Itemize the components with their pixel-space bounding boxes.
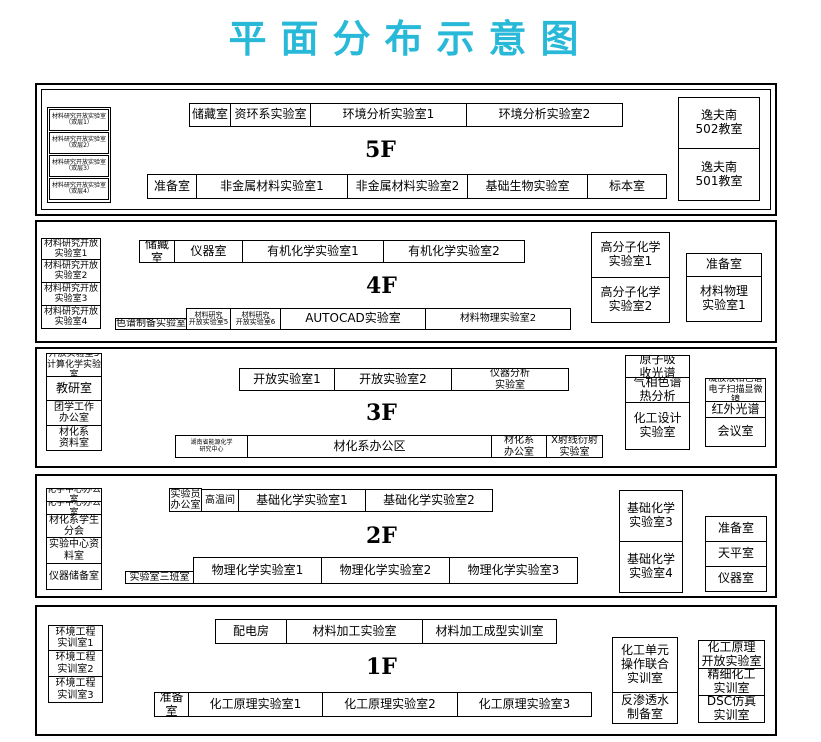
room: 准备室 — [686, 253, 762, 277]
room: 材料研究 开放实验室5 — [186, 308, 231, 330]
room: 材料研究开放 实验室2 — [41, 259, 101, 283]
room: 化工原理实验室1 — [188, 692, 323, 717]
room: 储藏室 — [189, 103, 231, 127]
room: 化工单元 操作联合 实训室 — [612, 637, 678, 693]
room: 基础化学实验室2 — [365, 489, 493, 512]
room: 材料物理 实验室1 — [686, 276, 762, 322]
room: 材化系办公区 — [247, 435, 492, 458]
room: 仪器储备室 — [46, 563, 102, 590]
page-title: 平面分布示意图 — [228, 16, 593, 61]
floor-4f: 4F 材料研究开放 实验室1 材料研究开放 实验室2 材料研究开放 实验室3 材… — [35, 220, 777, 343]
floor-label: 2F — [366, 523, 397, 549]
room: 材料研究开放 实验室1 — [41, 238, 101, 260]
room: 开放实验室3 计算化学实验室 — [46, 353, 102, 377]
room: 实验员 办公室 — [169, 488, 202, 512]
floor-3f: 3F 开放实验室3 计算化学实验室 教研室 团学工作 办公室 材化系 资料室 开… — [35, 347, 777, 468]
room: 实验室三班室 — [125, 571, 194, 584]
room: 标本室 — [587, 174, 667, 199]
floor-5f: 5F 材料研究开放实验室 （双层1） 材料研究开放实验室 （双层2） 材料研究开… — [35, 83, 777, 216]
room: 团学工作 办公室 — [46, 400, 102, 426]
room: 有机化学实验室2 — [383, 240, 525, 263]
room: 红外光谱 — [705, 401, 766, 418]
room-group-left — [47, 107, 111, 203]
room: 准备室 — [705, 516, 767, 542]
room: 基础化学实验室1 — [238, 489, 366, 512]
room: 非金属材料实验室1 — [196, 174, 348, 199]
room: 逸夫南 501教室 — [678, 148, 760, 201]
floor-5f-inner — [41, 89, 771, 210]
room: 物理化学实验室1 — [193, 557, 322, 584]
room: 基础生物实验室 — [467, 174, 588, 199]
floor-label: 5F — [365, 137, 396, 163]
room: 气相色谱 热分析 — [625, 377, 690, 403]
room: 配电房 — [215, 619, 287, 644]
room: 环境工程 实训室3 — [48, 676, 103, 703]
floor-1f: 1F 环境工程 实训室1 环境工程 实训室2 环境工程 实训室3 配电房 材料加… — [35, 605, 777, 736]
room: 色谱制备实验室 — [115, 318, 187, 330]
room: 材化系 办公室 — [491, 435, 547, 458]
room: 材料研究开放实验室 （双层4） — [49, 178, 109, 200]
room: 凝胶液相色谱 电子扫描显微镜 — [705, 378, 766, 402]
room: 化学中心办公室 — [46, 488, 102, 502]
room: 准备室 — [147, 174, 197, 199]
room: 环境工程 实训室1 — [48, 625, 103, 651]
floor-2f: 2F 化学中心办公室 化学中心办公室 材化系学生分会 实验中心资料室 仪器储备室… — [35, 474, 777, 598]
room: AUTOCAD实验室 — [280, 308, 426, 330]
room: X射线衍射 实验室 — [546, 435, 603, 458]
room: 材料加工实验室 — [286, 619, 423, 644]
room: 开放实验室2 — [334, 368, 452, 391]
room: 精细化工 实训室 — [698, 668, 765, 696]
room: 物理化学实验室2 — [321, 557, 450, 584]
room: 材料研究开放 实验室4 — [41, 305, 101, 329]
room: 材化系学生分会 — [46, 514, 102, 538]
room: 材料研究 开放实验室6 — [230, 308, 281, 330]
room: 基础化学 实验室4 — [619, 541, 683, 593]
room: 天平室 — [705, 541, 767, 567]
room: 原子吸 收光谱 — [625, 355, 690, 378]
floor-label: 3F — [366, 400, 397, 426]
room: 化工原理实验室2 — [322, 692, 458, 717]
floor-label: 4F — [366, 273, 397, 299]
room: 仪器室 — [705, 566, 767, 592]
room: 逸夫南 502教室 — [678, 97, 760, 149]
room: 化工设计 实验室 — [625, 402, 690, 450]
room: 资环系实验室 — [230, 103, 311, 127]
room: 材料研究开放实验室 （双层3） — [49, 155, 109, 177]
room: 教研室 — [46, 376, 102, 401]
room: 材料研究开放 实验室3 — [41, 282, 101, 306]
room: 反渗透水 制备室 — [612, 692, 678, 724]
room: 湖南省能源化学 研究中心 — [175, 435, 248, 458]
floor-label: 1F — [366, 654, 397, 680]
room: 化工原理 开放实验室 — [698, 640, 765, 669]
room: 环境工程 实训室2 — [48, 650, 103, 677]
room: 非金属材料实验室2 — [347, 174, 468, 199]
room: 仪器分析 实验室 — [451, 368, 569, 391]
room: 材料物理实验室2 — [425, 308, 571, 330]
room: 准备室 — [154, 692, 189, 717]
room: 物理化学实验室3 — [449, 557, 578, 584]
room: 开放实验室1 — [239, 368, 335, 391]
room: 储藏室 — [139, 240, 175, 263]
room: 仪器室 — [174, 240, 243, 263]
room: 材料研究开放实验室 （双层1） — [49, 109, 109, 131]
room: 材料加工成型实训室 — [422, 619, 557, 644]
room: 环境分析实验室2 — [466, 103, 623, 127]
room: 化工原理实验室3 — [457, 692, 592, 717]
room: 会议室 — [705, 417, 766, 447]
room: 实验中心资料室 — [46, 537, 102, 564]
room: 化学中心办公室 — [46, 501, 102, 515]
room: DSC仿真 实训室 — [698, 695, 765, 723]
room: 高温间 — [201, 489, 239, 512]
room: 基础化学 实验室3 — [619, 490, 683, 542]
room: 高分子化学 实验室2 — [591, 277, 670, 323]
room: 高分子化学 实验室1 — [591, 232, 670, 278]
room: 材料研究开放实验室 （双层2） — [49, 132, 109, 154]
room: 环境分析实验室1 — [310, 103, 467, 127]
room: 材化系 资料室 — [46, 425, 102, 451]
room: 有机化学实验室1 — [242, 240, 384, 263]
